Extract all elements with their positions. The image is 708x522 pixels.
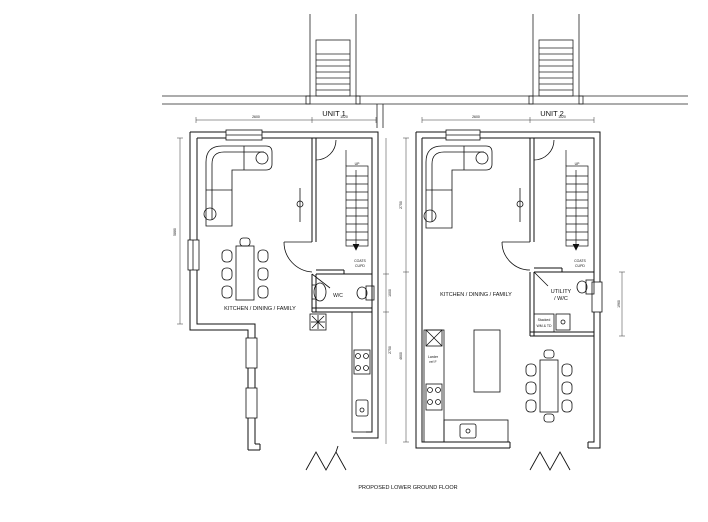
unit-2-front-door xyxy=(533,139,555,161)
unit-1-dim-right-b: 1000 xyxy=(388,289,392,297)
unit-2-kitchen-island xyxy=(473,329,501,393)
unit-1-coats-label-2: CUPD xyxy=(355,264,365,268)
unit-2-bifold-door xyxy=(529,451,571,471)
unit-1-ceiling-light xyxy=(296,188,304,222)
external-stair-unit-1 xyxy=(305,14,361,105)
unit-1-dim-top-right: 1020 xyxy=(340,115,348,119)
unit-1-dim-left: 5880 xyxy=(173,228,177,236)
unit-2-dining-table xyxy=(525,349,573,423)
unit-2-hall-door xyxy=(501,241,549,287)
boundary-lines xyxy=(162,95,688,128)
unit-2-kitchen-units xyxy=(423,329,509,443)
unit-2-larder-label-1: Larder xyxy=(428,355,439,359)
unit-1-room-label: KITCHEN / DINING / FAMILY xyxy=(224,306,296,312)
unit-1-name: UNIT 1 xyxy=(322,109,346,118)
unit-1-hall-door xyxy=(283,241,331,289)
unit-1-up-label: UP xyxy=(355,162,361,166)
unit-2-coats-label-1: COATS xyxy=(574,259,586,263)
unit-1-dim-top-left: 2600 xyxy=(252,115,260,119)
unit-2-dimension-lines xyxy=(403,117,625,443)
unit-2-utility-label-2: / W/C xyxy=(554,296,568,302)
unit-1-walls xyxy=(189,131,379,451)
unit-1-coats-label-1: COATS xyxy=(354,259,366,263)
unit-1-dining-table xyxy=(221,237,269,301)
unit-2-dim-right: 1960 xyxy=(617,300,621,308)
unit-2-stacked-label-1: Stacked xyxy=(538,318,551,322)
unit-2-coats-label-2: CUPD xyxy=(575,264,585,268)
unit-1-dimension-lines xyxy=(177,117,389,444)
unit-2-ceiling-light xyxy=(516,188,524,222)
unit-2-up-label: UP xyxy=(575,162,581,166)
unit-1-wc-label: W/C xyxy=(333,293,343,299)
unit-2-plan xyxy=(403,117,625,471)
unit-2-dim-left-a: 2750 xyxy=(399,201,403,209)
unit-2-utility-fittings xyxy=(533,279,595,333)
unit-2-utility-label-1: UTILITY xyxy=(551,289,572,295)
unit-2-name: UNIT 2 xyxy=(540,109,564,118)
unit-2-corner-sofa xyxy=(423,145,493,229)
unit-2-windows xyxy=(445,129,603,313)
unit-1-boiler-symbol xyxy=(309,313,327,331)
unit-1-dim-right-a: 2750 xyxy=(388,346,392,354)
drawing-title: PROPOSED LOWER GROUND FLOOR xyxy=(358,485,457,491)
unit-2-dim-top-right: 1020 xyxy=(558,115,566,119)
unit-1-corner-sofa xyxy=(203,145,273,227)
unit-2-larder-label-2: ref F xyxy=(429,360,436,364)
unit-1-wc-fittings xyxy=(311,282,375,302)
unit-1-kitchen-units xyxy=(351,311,373,433)
external-stair-unit-2 xyxy=(528,14,584,105)
unit-2-dim-left-b: 4600 xyxy=(399,352,403,360)
unit-1-windows xyxy=(187,129,263,419)
unit-1-internal-stair xyxy=(345,150,369,251)
unit-2-internal-stair xyxy=(565,150,589,251)
unit-1-bifold-door xyxy=(305,445,347,471)
unit-1-front-door xyxy=(315,139,337,161)
unit-2-dim-top-left: 2600 xyxy=(472,115,480,119)
unit-2-stacked-label-2: WM & TD xyxy=(536,324,552,328)
unit-2-room-label: KITCHEN / DINING / FAMILY xyxy=(440,292,512,298)
unit-1-plan xyxy=(177,117,389,471)
